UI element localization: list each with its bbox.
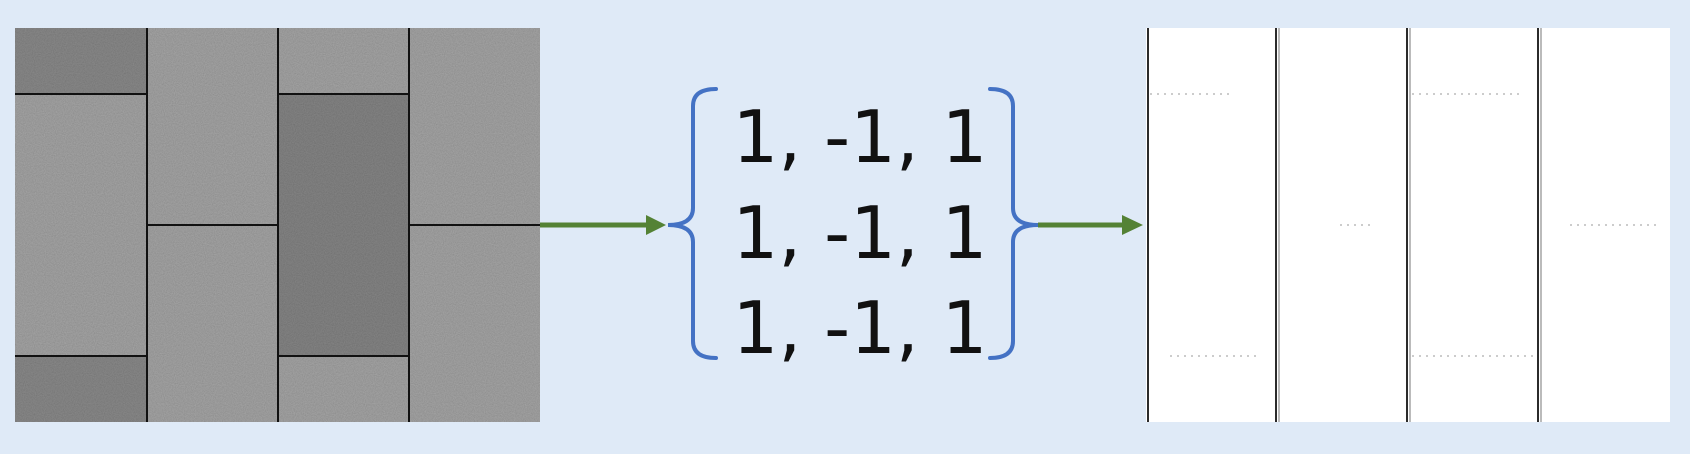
tile [409,225,540,422]
tile [15,356,147,422]
left-bracket [667,87,718,360]
faint-horizontal-marks [1150,93,1660,357]
tile [278,28,409,94]
arrow-to-kernel [540,215,666,235]
tile [147,225,278,422]
tile [278,94,409,356]
tile [147,28,278,225]
tile [15,94,147,356]
kernel-row-3: 1, -1, 1 [732,286,988,370]
tile [409,28,540,225]
kernel-row-2: 1, -1, 1 [732,191,988,275]
arrow-to-output [1038,215,1143,235]
grout-lines [15,28,540,422]
vertical-edge-lines [1147,28,1542,422]
output-edge-image [1146,28,1670,422]
kernel-row-1: 1, -1, 1 [732,95,988,179]
input-tile-image [15,28,540,422]
tile [15,28,147,94]
tile [278,356,409,422]
